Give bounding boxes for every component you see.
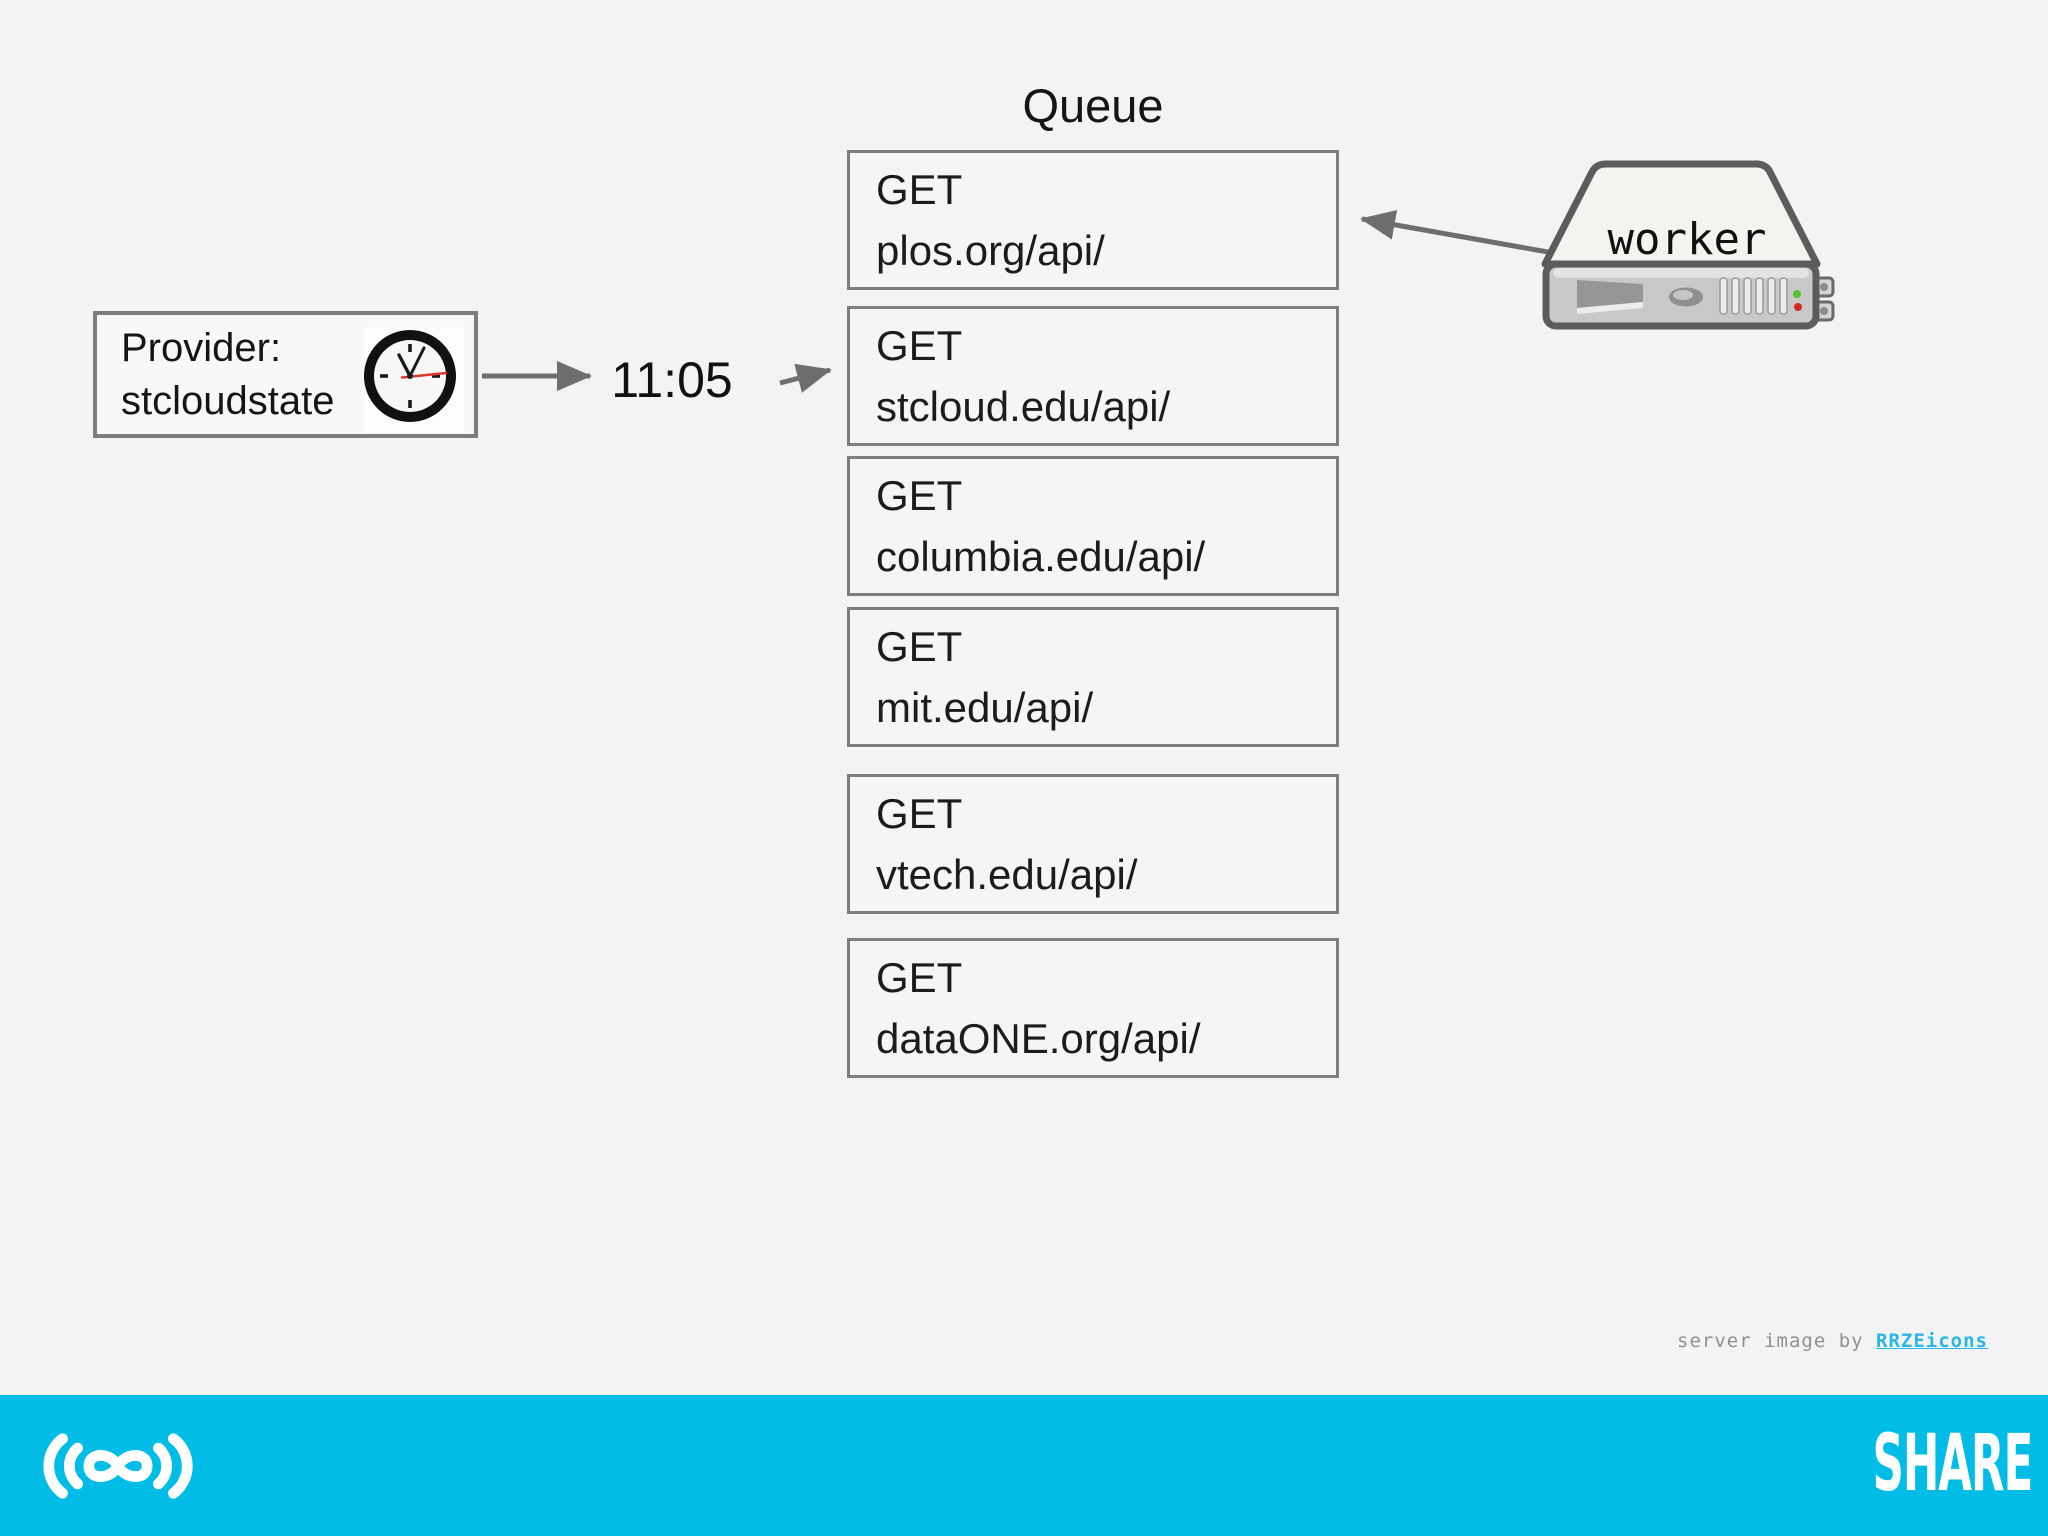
provider-box: Provider: stcloudstate (93, 311, 478, 438)
arrow-time-to-queue (779, 363, 832, 393)
provider-label: Provider: stcloudstate (97, 322, 334, 428)
queue-item-url: plos.org/api/ (876, 227, 1105, 274)
queue-title: Queue (1022, 79, 1164, 132)
queue-item-box: GET stcloud.edu/api/ (847, 306, 1339, 446)
provider-label-line1: Provider: (121, 325, 282, 370)
credit-text: server image by (1677, 1330, 1877, 1352)
clock-icon (358, 319, 466, 435)
queue-item-method: GET (876, 322, 963, 369)
arrow-worker-to-queue (1360, 209, 1549, 255)
worker-label: worker (1607, 214, 1767, 265)
queue-item-method: GET (876, 623, 963, 670)
queue-item-url: dataONE.org/api/ (876, 1015, 1201, 1062)
queue-item-method: GET (876, 954, 963, 1001)
footer-bar: SHARE (0, 1395, 2048, 1536)
server-icon (1541, 160, 1835, 330)
queue-item-method: GET (876, 166, 963, 213)
queue-item-box: GET dataONE.org/api/ (847, 938, 1339, 1078)
queue-item-url: columbia.edu/api/ (876, 533, 1206, 580)
arrow-provider-to-time (482, 361, 593, 391)
queue-item-box: GET plos.org/api/ (847, 150, 1339, 290)
schedule-time: 11:05 (611, 352, 733, 408)
credit-link[interactable]: RRZEicons (1876, 1330, 1988, 1352)
share-wordmark: SHARE (1872, 1419, 2033, 1509)
queue-item-box: GET columbia.edu/api/ (847, 456, 1339, 596)
queue-item-method: GET (876, 790, 963, 837)
queue-item-url: mit.edu/api/ (876, 684, 1094, 731)
queue-item-url: stcloud.edu/api/ (876, 383, 1171, 430)
credit-line: server image by RRZEicons (1677, 1330, 1988, 1352)
provider-label-line2: stcloudstate (121, 378, 335, 423)
queue-item-box: GET mit.edu/api/ (847, 607, 1339, 747)
queue-item-box: GET vtech.edu/api/ (847, 774, 1339, 914)
share-infinity-logo-icon (43, 1433, 193, 1499)
queue-item-url: vtech.edu/api/ (876, 851, 1138, 898)
queue-item-method: GET (876, 472, 963, 519)
